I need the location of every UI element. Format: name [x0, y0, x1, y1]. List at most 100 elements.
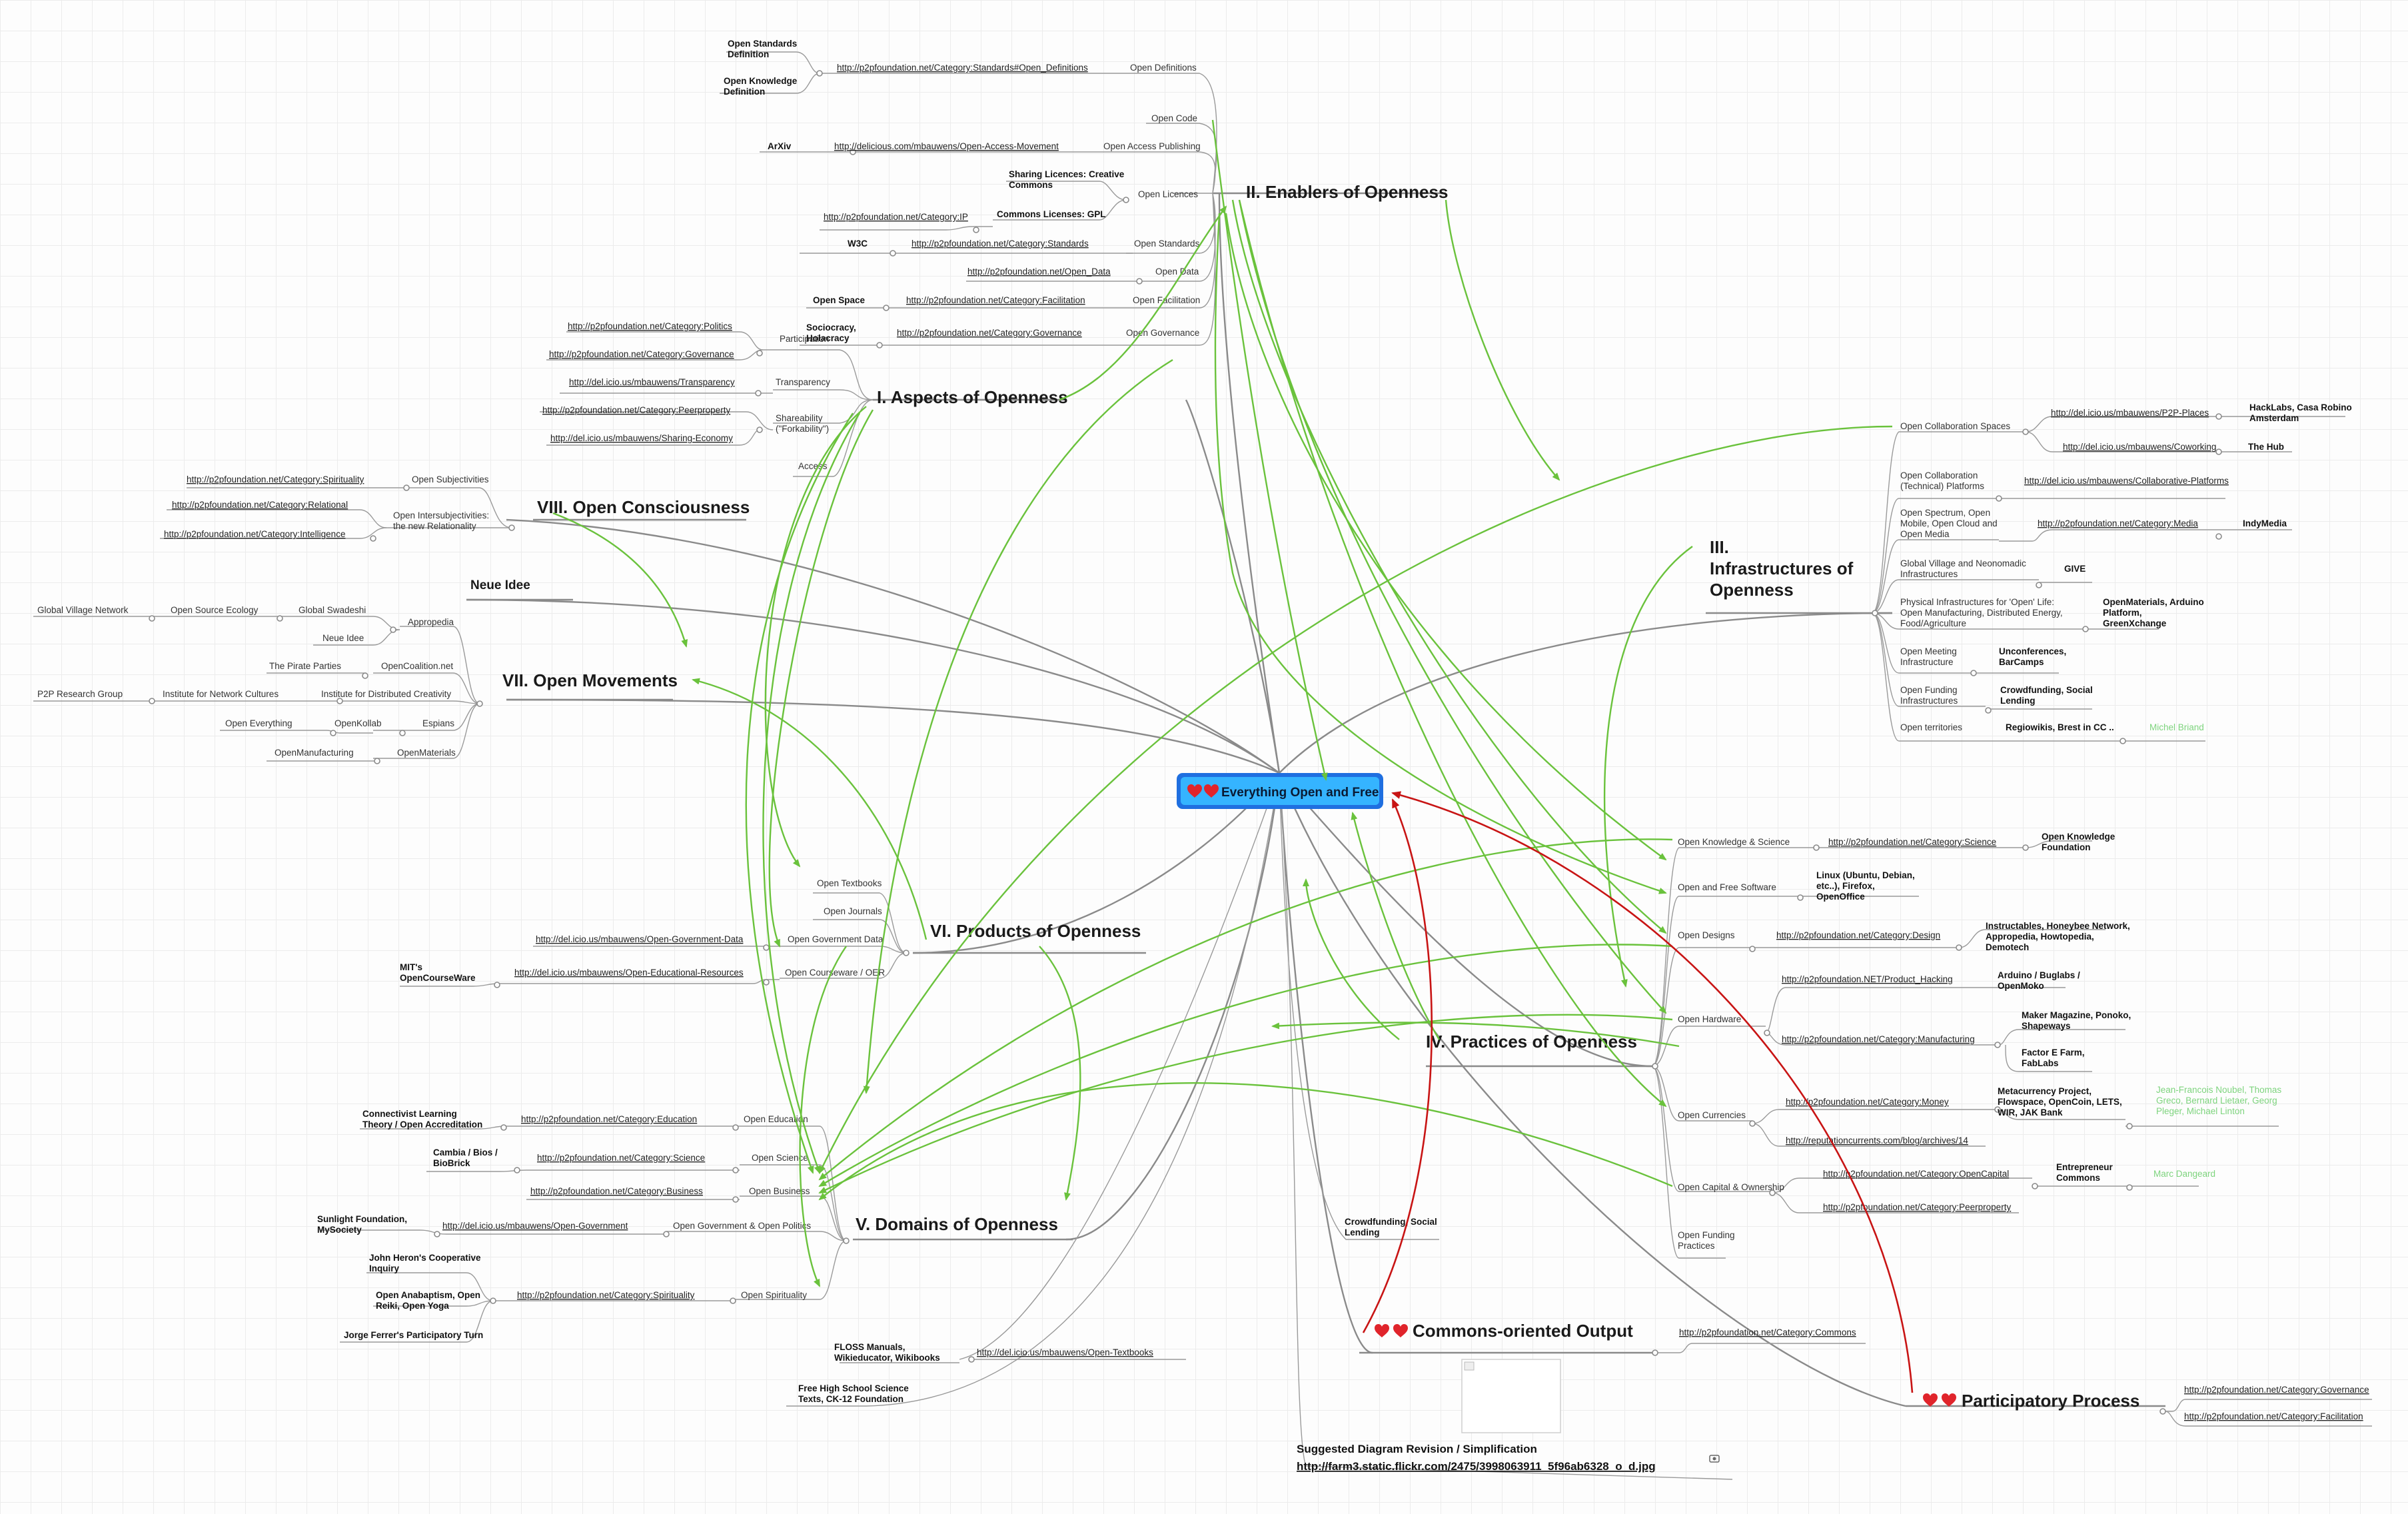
- link-process-facilitation[interactable]: http://p2pfoundation.net/Category:Facili…: [2184, 1411, 2363, 1421]
- link-peerproperty[interactable]: http://p2pfoundation.net/Category:Peerpr…: [542, 405, 730, 415]
- node-arxiv[interactable]: ArXiv: [768, 141, 792, 151]
- node-entrepreneur-commons-2[interactable]: Commons: [2056, 1173, 2100, 1183]
- practices-labels[interactable]: Open Knowledge & Science http://p2pfound…: [1345, 832, 2281, 1251]
- node-global-swadeshi[interactable]: Global Swadeshi: [299, 605, 366, 615]
- node-open-education[interactable]: Open Education: [744, 1114, 808, 1124]
- node-metacurrency-1[interactable]: Metacurrency Project,: [1998, 1086, 2092, 1096]
- topic-enablers[interactable]: II. Enablers of Openness: [1246, 182, 1448, 202]
- node-open-textbooks[interactable]: Open Textbooks: [817, 878, 882, 888]
- link-politics[interactable]: http://p2pfoundation.net/Category:Politi…: [568, 321, 732, 331]
- link-reputation-currents[interactable]: http://reputationcurrents.com/blog/archi…: [1786, 1136, 1968, 1145]
- node-currency-people-1[interactable]: Jean-Francois Noubel, Thomas: [2156, 1085, 2281, 1095]
- movements-labels[interactable]: Appropedia Global Swadeshi Open Source E…: [37, 605, 456, 758]
- node-shareability-1[interactable]: Shareability: [776, 413, 823, 423]
- node-openmaterials-arduino-3[interactable]: GreenXchange: [2103, 618, 2167, 628]
- link-transparency[interactable]: http://del.icio.us/mbauwens/Transparency: [569, 377, 735, 387]
- link-sharing-economy[interactable]: http://del.icio.us/mbauwens/Sharing-Econ…: [550, 433, 733, 443]
- link-oer[interactable]: http://del.icio.us/mbauwens/Open-Educati…: [514, 968, 744, 978]
- node-participation[interactable]: Participation: [780, 334, 829, 344]
- node-open-spectrum-1[interactable]: Open Spectrum, Open: [1900, 508, 1990, 518]
- link-revision-image[interactable]: http://farm3.static.flickr.com/2475/3998…: [1297, 1460, 1656, 1473]
- topic-participatory-process[interactable]: Participatory Process: [1962, 1391, 2139, 1411]
- topic-consciousness[interactable]: VIII. Open Consciousness: [537, 497, 750, 517]
- link-ip[interactable]: http://p2pfoundation.net/Category:IP: [824, 212, 968, 222]
- link-collaborative-platforms[interactable]: http://del.icio.us/mbauwens/Collaborativ…: [2024, 476, 2229, 486]
- node-open-source-ecology[interactable]: Open Source Ecology: [171, 605, 259, 615]
- node-open-funding-infra-1[interactable]: Open Funding: [1900, 685, 1958, 695]
- link-opencapital[interactable]: http://p2pfoundation.net/Category:OpenCa…: [1823, 1169, 2009, 1179]
- link-open-access[interactable]: http://delicious.com/mbauwens/Open-Acces…: [834, 141, 1059, 151]
- node-give[interactable]: GIVE: [2064, 564, 2086, 574]
- node-sociocracy-1[interactable]: Sociocracy,: [806, 323, 856, 333]
- node-pirate-parties[interactable]: The Pirate Parties: [269, 661, 341, 671]
- node-physical-infra-2[interactable]: Open Manufacturing, Distributed Energy,: [1900, 608, 2063, 618]
- node-cambia-2[interactable]: BioBrick: [433, 1158, 470, 1168]
- node-collaboration-platforms-2[interactable]: (Technical) Platforms: [1900, 481, 1984, 491]
- node-connectivist-2[interactable]: Theory / Open Accreditation: [362, 1120, 482, 1130]
- node-hacklabs-1[interactable]: HackLabs, Casa Robino: [2249, 402, 2352, 412]
- node-open-knowledge-definition-1[interactable]: Open Knowledge: [724, 76, 798, 86]
- attachment-icon[interactable]: [1709, 1455, 1720, 1463]
- link-open-definitions[interactable]: http://p2pfoundation.net/Category:Standa…: [837, 63, 1088, 73]
- node-physical-infra-1[interactable]: Physical Infrastructures for 'Open' Life…: [1900, 597, 2054, 607]
- topic-neue-idee[interactable]: Neue Idee: [470, 578, 530, 592]
- node-open-courseware[interactable]: Open Courseware / OER: [785, 968, 885, 978]
- node-open-standards[interactable]: Open Standards: [1134, 239, 1200, 249]
- image-placeholder-icon[interactable]: [1461, 1359, 1561, 1433]
- node-open-standards-definition-2[interactable]: Definition: [728, 49, 769, 59]
- node-metacurrency-3[interactable]: WIR, JAK Bank: [1998, 1108, 2063, 1118]
- node-okf-1[interactable]: Open Knowledge: [2042, 832, 2115, 842]
- link-practices-peerproperty[interactable]: http://p2pfoundation.net/Category:Peerpr…: [1823, 1202, 2011, 1212]
- node-open-science[interactable]: Open Science: [752, 1153, 808, 1163]
- node-open-intersubjectivities-2[interactable]: the new Relationality: [393, 521, 476, 531]
- link-intelligence[interactable]: http://p2pfoundation.net/Category:Intell…: [164, 529, 345, 539]
- node-arduino-1[interactable]: Arduino / Buglabs /: [1998, 970, 2080, 980]
- node-currency-people-2[interactable]: Greco, Bernard Lietaer, Georg: [2156, 1096, 2277, 1106]
- node-floss-manuals-1[interactable]: FLOSS Manuals,: [834, 1342, 905, 1352]
- link-commons[interactable]: http://p2pfoundation.net/Category:Common…: [1679, 1327, 1856, 1337]
- node-open-funding-practices-1[interactable]: Open Funding: [1678, 1230, 1735, 1240]
- node-open-government-politics[interactable]: Open Government & Open Politics: [673, 1221, 811, 1231]
- topic-domains[interactable]: V. Domains of Openness: [856, 1214, 1058, 1234]
- link-open-government-data[interactable]: http://del.icio.us/mbauwens/Open-Governm…: [536, 934, 744, 944]
- node-michel-briand[interactable]: Michel Briand: [2149, 722, 2204, 732]
- node-maker-2[interactable]: Shapeways: [2022, 1021, 2071, 1031]
- node-jorge-ferrer[interactable]: Jorge Ferrer's Participatory Turn: [344, 1330, 483, 1340]
- node-global-village-infra-1[interactable]: Global Village and Neonomadic: [1900, 558, 2026, 568]
- node-collaboration-platforms-1[interactable]: Open Collaboration: [1900, 470, 1978, 480]
- node-mit-ocw-1[interactable]: MIT's: [400, 962, 422, 972]
- node-open-meeting-1[interactable]: Open Meeting: [1900, 646, 1957, 656]
- node-open-meeting-2[interactable]: Infrastructure: [1900, 657, 1954, 667]
- link-practices-science[interactable]: http://p2pfoundation.net/Category:Scienc…: [1828, 837, 1996, 847]
- node-commons-licenses-gpl[interactable]: Commons Licenses: GPL: [997, 209, 1106, 219]
- node-openmaterials-arduino-1[interactable]: OpenMaterials, Arduino: [2103, 597, 2204, 607]
- central-topic[interactable]: Everything Open and Free: [1177, 773, 1383, 809]
- node-crowdfunding-infra-1[interactable]: Crowdfunding, Social: [2000, 685, 2093, 695]
- node-instructables-2[interactable]: Appropedia, Howtopedia,: [1986, 932, 2094, 942]
- node-linux-2[interactable]: etc..), Firefox,: [1816, 881, 1875, 891]
- node-transparency[interactable]: Transparency: [776, 377, 830, 387]
- node-crowdfunding-practices-2[interactable]: Lending: [1345, 1227, 1380, 1237]
- topic-infrastructures-line3[interactable]: Openness: [1710, 580, 1794, 600]
- output-labels[interactable]: http://p2pfoundation.net/Category:Common…: [1297, 1327, 2369, 1473]
- node-open-anabaptism-1[interactable]: Open Anabaptism, Open: [376, 1290, 480, 1300]
- node-institute-network-cultures[interactable]: Institute for Network Cultures: [163, 689, 279, 699]
- node-regiowikis[interactable]: Regiowikis, Brest in CC ..: [2006, 722, 2114, 732]
- link-coworking[interactable]: http://del.icio.us/mbauwens/Coworking: [2063, 442, 2216, 452]
- node-open-governance[interactable]: Open Governance: [1126, 328, 1199, 338]
- consciousness-labels[interactable]: Open Subjectivities http://p2pfoundation…: [164, 474, 489, 539]
- node-open-spectrum-2[interactable]: Mobile, Open Cloud and: [1900, 518, 1998, 528]
- node-unconferences-2[interactable]: BarCamps: [1999, 657, 2044, 667]
- link-relational[interactable]: http://p2pfoundation.net/Category:Relati…: [172, 500, 348, 510]
- link-money[interactable]: http://p2pfoundation.net/Category:Money: [1786, 1097, 1949, 1107]
- aspects-labels[interactable]: Participation http://p2pfoundation.net/C…: [542, 321, 830, 471]
- node-okf-2[interactable]: Foundation: [2042, 842, 2090, 852]
- node-open-funding-practices-2[interactable]: Practices: [1678, 1241, 1715, 1251]
- link-standards[interactable]: http://p2pfoundation.net/Category:Standa…: [911, 239, 1089, 249]
- node-instructables-3[interactable]: Demotech: [1986, 942, 2029, 952]
- node-instructables-1[interactable]: Instructables, Honeybee Network,: [1986, 921, 2130, 931]
- node-floss-manuals-2[interactable]: Wikieducator, Wikibooks: [834, 1353, 940, 1363]
- node-cambia-1[interactable]: Cambia / Bios /: [433, 1147, 498, 1157]
- node-linux-1[interactable]: Linux (Ubuntu, Debian,: [1816, 870, 1915, 880]
- topic-commons-output[interactable]: Commons-oriented Output: [1413, 1321, 1633, 1341]
